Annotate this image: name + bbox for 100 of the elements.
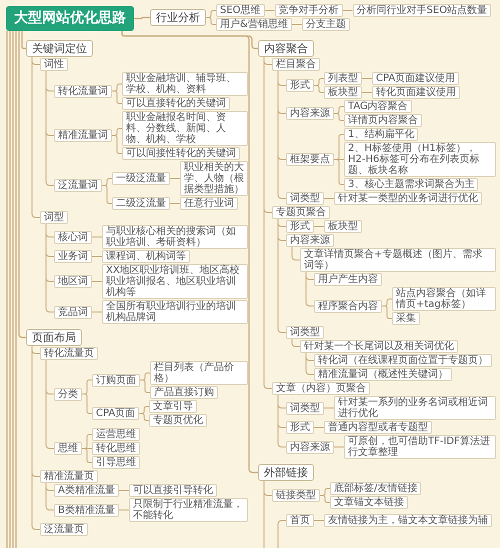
connector-line [314,427,324,428]
connector-line [314,520,324,521]
subtopic: 任意行业词 [180,197,238,210]
subtopic: 文章（内容）页聚合 [272,382,370,395]
subtopic: 地区词 [54,275,92,288]
subtopic: 针对某一个长尾词以及相关词优化 [300,340,458,353]
connector-line [170,203,180,204]
connector-line [46,224,54,312]
subtopic: 板块型 [324,220,362,233]
connector-line [92,236,102,238]
connector-line [46,482,54,510]
connector-line [206,17,216,25]
subtopic: A类精准流量 [54,484,119,497]
subtopic: 词类型 [286,326,324,339]
connector-line [291,24,302,25]
subtopic: 词型 [40,211,68,224]
subtopic: 用户&营销思维 [216,18,292,31]
connector-line [342,10,354,11]
subtopic: 泛流量页 [40,523,88,536]
connector-line [278,218,286,333]
subtopic: 二级泛流量 [112,197,170,210]
subtopic: 列表型 [324,72,362,85]
connector-line [314,226,324,227]
subtopic: 首页 [286,514,314,527]
subtopic: 普通内容型或者专题型 [324,421,432,434]
subtopic: 竞品词 [54,306,92,318]
subtopic: CPA页面 [92,407,140,420]
connector-line [121,30,258,474]
connector-line [334,113,344,121]
subtopic: 精准流量词（概述性关键词） [314,368,452,381]
subtopic: 运营思维 [92,428,140,441]
subtopic: 分类 [54,388,82,400]
connector-line [102,185,112,204]
subtopic: 专题页聚合 [272,206,330,219]
connector-line [18,31,26,338]
subtopic: 职业相关的大学、人物（根据类型措施） [180,161,248,196]
subtopic: 只限制于行业精准流量，不能转化 [128,498,248,522]
subtopic: 框架要点 [286,153,334,166]
subtopic: 程序聚合内容 [314,300,382,312]
subtopic: 业务词 [54,250,92,263]
connector-line [138,413,150,421]
subtopic: CPA页面建议使用 [372,72,460,85]
connector-line [334,159,344,185]
subtopic: 全国所有职业培训行业的培训机构品牌词 [102,300,248,324]
subtopic: 词性 [40,58,68,71]
connector-line [46,360,54,449]
subtopic: 与职业核心相关的搜索词（如职业培训、考研资料） [102,225,248,249]
main-topic: 外部链接 [258,464,314,481]
main-topic: 关键词定位 [26,40,93,57]
connector-line [278,520,286,548]
subtopic: 核心词 [54,230,92,244]
connector-line [324,198,334,199]
connector-line [32,56,40,218]
connector-line [320,495,330,503]
subtopic: 词类型 [286,192,324,205]
subtopic: 形式 [286,220,314,233]
subtopic: 转化流量词 [54,84,112,98]
subtopic: 精准流量词 [54,129,112,142]
subtopic: 转化流量页 [40,347,98,360]
subtopic: 用户产生内容 [314,273,382,286]
subtopic: TAG内容聚合 [344,100,412,113]
connector-line [9,31,11,548]
subtopic: 链接类型 [272,489,320,502]
connector-line [278,70,286,199]
connector-line [15,31,17,548]
subtopic: 栏目聚合 [272,58,320,71]
connector-line [264,10,276,11]
subtopic: 文章详情页聚合+专题概述（图片、需求词等） [300,248,496,272]
connector-line [292,246,300,260]
subtopic: 栏目列表（产品价格） [150,361,248,385]
connector-line [140,380,150,393]
connector-line [306,272,314,306]
subtopic: 针对某一系列的业务名词或相近词进行优化 [334,396,496,420]
connector-line [82,394,92,414]
connector-line [278,394,286,448]
subtopic: 课程词、机构词等 [102,250,190,263]
subtopic: 可以直接转化的关键词 [122,97,230,110]
connector-line [382,306,392,319]
subtopic: 转化页面建议使用 [372,86,460,99]
connector-line [46,70,54,186]
connector-line [32,346,40,530]
subtopic: 文章引导 [149,400,198,413]
connector-line [134,16,150,20]
connector-line [292,338,300,347]
connector-line [92,256,102,257]
subtopic: XX地区职业培训班、地区高校职业培训报名、地区职业培训机构等 [102,264,248,299]
subtopic: 详情页内容聚合 [344,114,422,127]
connector-line [362,78,372,79]
subtopic: 专题页优化 [149,414,208,427]
subtopic: 思维 [54,442,82,455]
main-topic: 页面布局 [26,329,82,346]
subtopic: 转化词（在线课程页面位置于专题页） [314,354,492,367]
subtopic: 可以直接引导转化 [128,484,217,497]
subtopic: 站点内容聚合（如详情页+tag标签） [392,287,496,311]
connector-line [334,446,344,448]
subtopic: 针对某一类型的业务词进行优化 [334,192,482,205]
subtopic: 内容来源 [286,107,334,120]
connector-line [92,281,102,282]
subtopic: 形式 [286,79,314,92]
subtopic: 职业金融报名时间、资料、分数线、新闻、人物、机构、学校 [122,111,248,146]
